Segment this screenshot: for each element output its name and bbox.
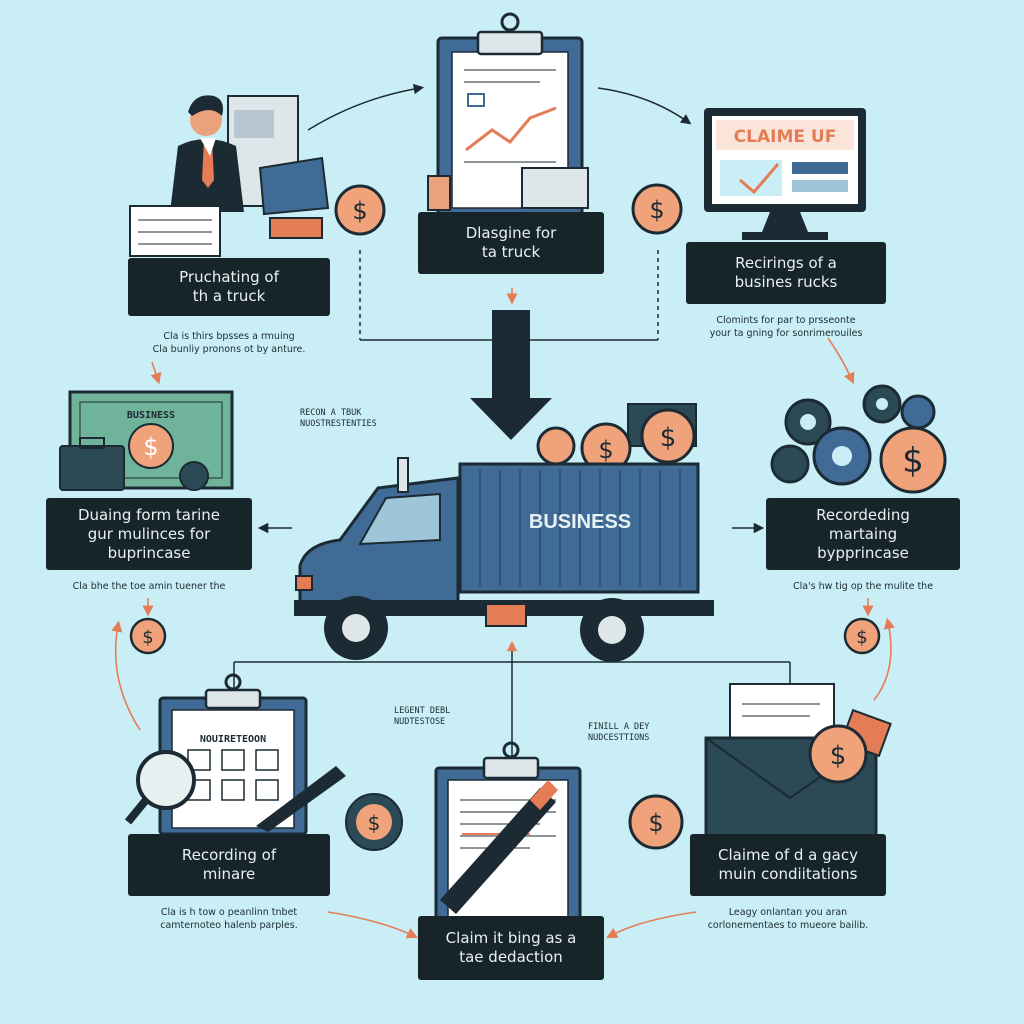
label-during-line-3: buprincase xyxy=(107,543,191,562)
label-receiving: Recirings of a busines rucks xyxy=(686,242,886,304)
gears-coin-illustration: $ xyxy=(770,384,947,494)
center-bottom-left-note: LEGENT DEBL NUDTESTOSE xyxy=(394,706,450,728)
bottom-left-note-line-1: LEGENT DEBL xyxy=(394,706,451,716)
caption-conditions-line-2: corlonementaes to mueore bailib. xyxy=(707,920,869,931)
label-designing-line-1: Dlasgine for xyxy=(465,224,557,242)
label-purchasing: Pruchating of th a truck xyxy=(128,258,330,316)
caption-recordering-text: Cla's hw tig op the mulite the xyxy=(792,581,934,592)
caption-claim-conditions: Leagy onlantan you aran corlonementaes t… xyxy=(680,906,896,932)
label-recordering-line-1: Recordeding xyxy=(816,505,910,524)
label-during-line-1: Duaing form tarine xyxy=(77,505,221,524)
caption-receiving-line-1: Clomints for par to prsseonte xyxy=(716,315,856,326)
coin-right-small: $ xyxy=(843,617,881,655)
label-during: Duaing form tarine gur mulinces for bupr… xyxy=(46,498,252,570)
bottom-right-note-line-2: NUDCESTTIONS xyxy=(588,733,650,743)
caption-conditions-line-1: Leagy onlantan you aran xyxy=(728,907,848,918)
label-claim-deduction: Claim it bing as a tae dedaction xyxy=(418,916,604,980)
label-mileage-line-2: minare xyxy=(202,865,256,883)
screen-text: CLAIME UF xyxy=(734,127,837,147)
purchasing-illustration xyxy=(129,95,330,257)
label-receiving-line-1: Recirings of a xyxy=(735,254,837,272)
label-during-line-2: gur mulinces for xyxy=(87,524,211,543)
coin-receiving: $ xyxy=(631,183,683,235)
center-top-note-line-2: NUOSTRESTENTIES xyxy=(300,419,377,429)
label-recordering-line-3: bypprincase xyxy=(817,543,909,562)
clipboard-chart-illustration xyxy=(427,12,589,218)
svg-text:$: $ xyxy=(352,197,367,225)
center-bottom-right-note: FINILL A DEY NUDCESTTIONS xyxy=(588,722,649,744)
caption-purchasing: Cla is thirs bpsses a rmuing Cla bunliy … xyxy=(118,330,340,356)
label-conditions-line-2: muin condiitations xyxy=(718,865,858,883)
label-designing-line-2: ta truck xyxy=(481,243,541,261)
coin-purchasing: $ xyxy=(334,184,386,236)
label-receiving-line-2: busines rucks xyxy=(734,273,838,291)
caption-purchasing-line-2: Cla bunliy pronons ot by anture. xyxy=(152,344,306,355)
caption-mileage-line-2: camternoteo halenb parples. xyxy=(160,920,298,931)
clipboard-text: NOUIRETEOON xyxy=(200,734,266,745)
caption-recording-mileage: Cla is h tow o peanlinn tnbet camternote… xyxy=(120,906,338,932)
label-designing: Dlasgine for ta truck xyxy=(418,212,604,274)
truck-business-text: BUSINESS xyxy=(529,511,631,533)
business-truck-illustration: $ $ xyxy=(294,403,714,662)
svg-text:$: $ xyxy=(143,433,158,461)
label-recording-mileage: Recording of minare xyxy=(128,834,330,896)
monitor-illustration xyxy=(704,108,866,240)
svg-text:$: $ xyxy=(856,627,867,648)
svg-text:$: $ xyxy=(660,423,677,453)
svg-text:$: $ xyxy=(902,441,924,481)
caption-mileage-line-1: Cla is h tow o peanlinn tnbet xyxy=(160,907,298,918)
label-recordering-line-2: martaing xyxy=(828,524,898,543)
label-purchasing-line-1: Pruchating of xyxy=(179,268,279,286)
svg-text:$: $ xyxy=(648,809,663,837)
label-purchasing-line-2: th a truck xyxy=(192,287,266,305)
bill-text: BUSINESS xyxy=(127,410,175,421)
caption-receiving: Clomints for par to prsseonte your ta gn… xyxy=(676,314,896,340)
caption-receiving-line-2: your ta gning for sonrimerouiles xyxy=(709,328,863,339)
svg-text:$: $ xyxy=(598,436,613,464)
label-conditions-line-1: Claime of d a gacy xyxy=(718,846,858,864)
arrow-top-center-to-right xyxy=(597,87,692,125)
coin-gear-mileage: $ xyxy=(345,793,403,851)
arrow-top-left-to-center xyxy=(307,83,425,131)
coin-left-small: $ xyxy=(129,617,167,655)
envelope-illustration: $ xyxy=(704,683,892,838)
label-deduction-line-2: tae dedaction xyxy=(459,948,563,966)
center-top-note: RECON A TBUK NUOSTRESTENTIES xyxy=(300,408,377,430)
caption-during: Cla bhe the toe amin tuener the xyxy=(46,580,252,593)
label-deduction-line-1: Claim it bing as a xyxy=(445,929,577,947)
caption-purchasing-line-1: Cla is thirs bpsses a rmuing xyxy=(163,331,295,342)
label-recordering: Recordeding martaing bypprincase xyxy=(766,498,960,570)
center-down-arrow xyxy=(470,310,552,440)
mileage-clipboard-illustration xyxy=(124,673,346,836)
label-mileage-line-1: Recording of xyxy=(181,846,277,864)
center-top-note-line-1: RECON A TBUK xyxy=(300,408,362,418)
svg-text:$: $ xyxy=(368,811,381,835)
orange-arrows xyxy=(111,288,895,939)
caption-during-text: Cla bhe the toe amin tuener the xyxy=(72,581,226,592)
svg-text:$: $ xyxy=(830,741,847,771)
bottom-left-note-line-2: NUDTESTOSE xyxy=(394,717,446,727)
coin-deduction: $ xyxy=(628,794,684,850)
label-claim-conditions: Claime of d a gacy muin condiitations xyxy=(690,834,886,896)
deduction-clipboard-illustration xyxy=(434,741,582,938)
svg-text:$: $ xyxy=(142,627,153,648)
svg-text:$: $ xyxy=(649,196,664,224)
caption-recordering: Cla's hw tig op the mulite the xyxy=(762,580,964,593)
money-bill-illustration: $ xyxy=(59,390,234,491)
bottom-right-note-line-1: FINILL A DEY xyxy=(588,722,650,732)
